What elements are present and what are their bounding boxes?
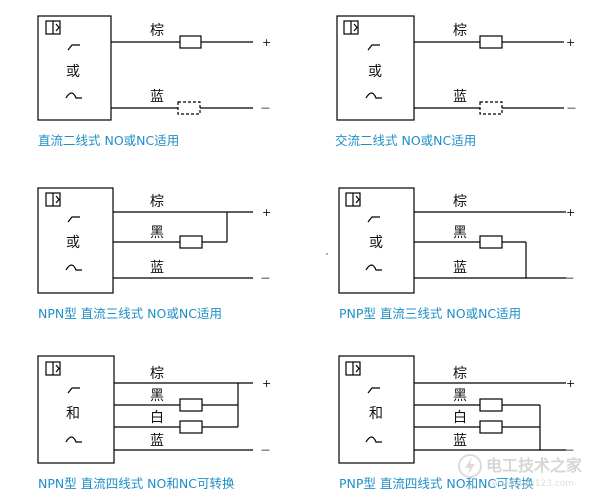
- nc-contact-icon: [65, 436, 82, 443]
- wire-label-brown: 棕: [150, 194, 164, 210]
- load-dashed: [177, 101, 201, 115]
- panel-npn-3wire: [37, 187, 253, 294]
- stray-dot: [326, 253, 328, 255]
- wire-label-black: 黑: [150, 388, 164, 404]
- center-word: 和: [369, 406, 383, 422]
- panel-dc-2wire: [37, 15, 253, 121]
- sensor-box: [338, 355, 415, 464]
- load-resistor: [179, 420, 203, 434]
- wire-label-brown: 棕: [453, 194, 467, 210]
- plus-sign: +: [566, 206, 575, 219]
- plus-sign: +: [566, 36, 575, 49]
- caption: PNP型 直流四线式 NO和NC可转换: [339, 476, 534, 491]
- nc-contact-icon: [365, 436, 382, 443]
- wire-label-blue: 蓝: [150, 260, 164, 276]
- wire-label-black: 黑: [150, 225, 164, 241]
- plus-sign: +: [566, 377, 575, 390]
- watermark-url: www.dgjs123.com: [492, 479, 574, 489]
- minus-sign: －: [564, 272, 575, 285]
- sensor-box: [338, 187, 415, 294]
- nc-contact-icon: [65, 92, 82, 99]
- minus-sign: －: [260, 272, 271, 285]
- load-resistor: [479, 398, 503, 412]
- load-resistor: [179, 235, 203, 249]
- caption: 直流二线式 NO或NC适用: [38, 133, 179, 148]
- panel-pnp-3wire: [338, 187, 566, 294]
- wire-label-white: 白: [150, 410, 164, 426]
- center-word: 或: [66, 64, 80, 80]
- wire-label-black: 黑: [453, 225, 467, 241]
- panel-npn-4wire: [37, 355, 253, 464]
- panel-pnp-4wire: [338, 355, 566, 464]
- no-contact-icon: [67, 44, 80, 51]
- minus-sign: －: [566, 102, 577, 115]
- panel-ac-2wire: [336, 15, 564, 121]
- caption: NPN型 直流三线式 NO或NC适用: [38, 306, 222, 321]
- plus-sign: +: [262, 206, 271, 219]
- plus-sign: +: [262, 36, 271, 49]
- wire-label-blue: 蓝: [453, 260, 467, 276]
- load-resistor: [479, 235, 503, 249]
- minus-sign: －: [564, 444, 575, 457]
- center-word: 和: [66, 406, 80, 422]
- wire-label-black: 黑: [453, 388, 467, 404]
- wire-label-white: 白: [453, 410, 467, 426]
- wire-label-blue: 蓝: [453, 433, 467, 449]
- plus-sign: +: [262, 377, 271, 390]
- load-resistor: [179, 35, 202, 49]
- wire-label-brown: 棕: [150, 23, 164, 39]
- wire-label-brown: 棕: [150, 366, 164, 382]
- sensor-box: [37, 355, 115, 464]
- wire-label-blue: 蓝: [150, 89, 164, 105]
- caption: 交流二线式 NO或NC适用: [335, 133, 476, 148]
- no-contact-icon: [67, 387, 80, 394]
- no-contact-icon: [367, 44, 380, 51]
- sensor-box: [37, 15, 112, 121]
- caption: PNP型 直流三线式 NO或NC适用: [339, 306, 521, 321]
- no-contact-icon: [367, 216, 380, 223]
- wire-label-brown: 棕: [453, 23, 467, 39]
- sensor-box: [336, 15, 415, 121]
- wire-label-blue: 蓝: [453, 89, 467, 105]
- caption: NPN型 直流四线式 NO和NC可转换: [38, 476, 235, 491]
- load-resistor: [479, 35, 503, 49]
- nc-contact-icon: [365, 264, 382, 271]
- sensor-box: [37, 187, 114, 294]
- minus-sign: －: [260, 444, 271, 457]
- center-word: 或: [368, 64, 382, 80]
- wire-label-blue: 蓝: [150, 433, 164, 449]
- nc-contact-icon: [365, 92, 382, 99]
- load-resistor: [479, 420, 503, 434]
- load-dashed: [479, 101, 503, 115]
- minus-sign: －: [260, 102, 271, 115]
- center-word: 或: [66, 235, 80, 251]
- load-resistor: [179, 398, 203, 412]
- lightning-logo-icon: [458, 454, 482, 478]
- wire-label-brown: 棕: [453, 366, 467, 382]
- watermark-text: 电工技术之家: [486, 456, 583, 475]
- watermark: 电工技术之家 www.dgjs123.com: [458, 454, 583, 489]
- center-word: 或: [369, 235, 383, 251]
- nc-contact-icon: [65, 264, 82, 271]
- no-contact-icon: [67, 216, 80, 223]
- no-contact-icon: [367, 387, 380, 394]
